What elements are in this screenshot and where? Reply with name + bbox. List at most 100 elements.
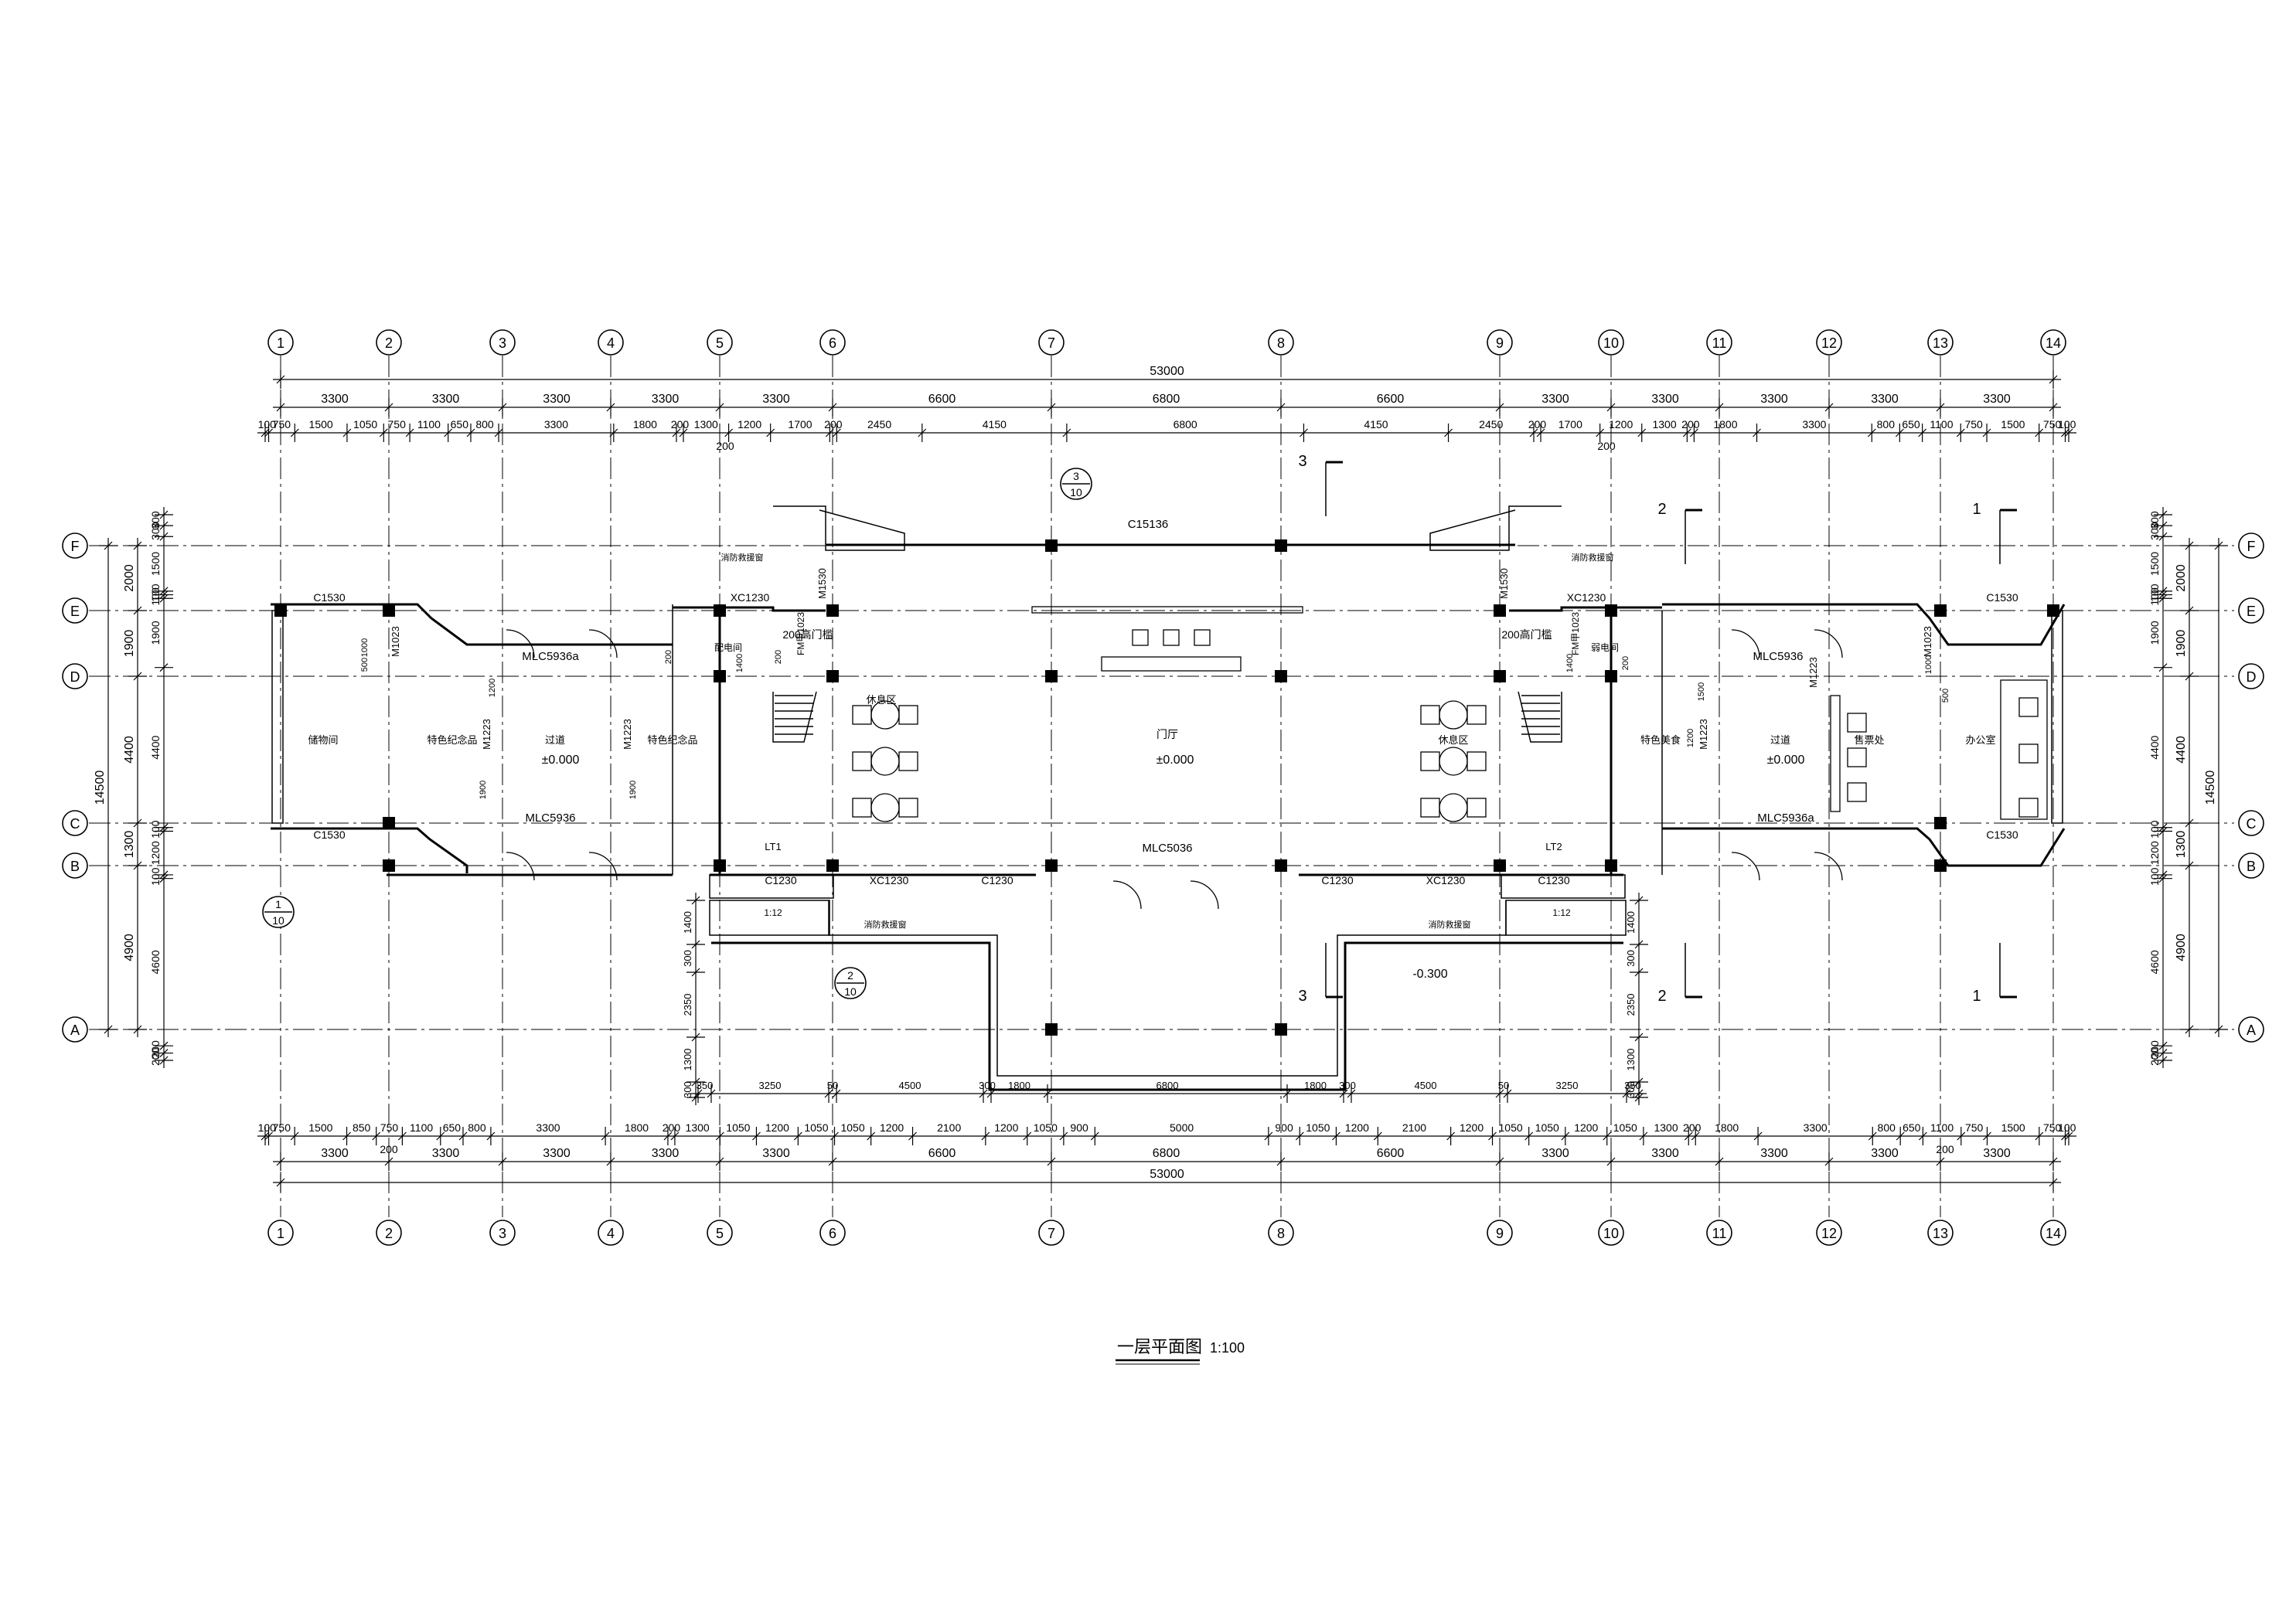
- dim-right-bays-label: 2000: [2175, 564, 2188, 592]
- dim-detail-top-label: 650: [1902, 418, 1920, 430]
- dim-right-detail-label: 1200: [2148, 841, 2161, 865]
- dim-detail-top-sub: 200: [1597, 440, 1616, 452]
- desk-chair-0: [1132, 629, 1149, 646]
- dim-left-detail-label: 100: [149, 820, 162, 839]
- column-22: [1934, 817, 1947, 829]
- section-2-top-label: 2: [1657, 501, 1666, 518]
- desk: [1101, 656, 1242, 672]
- dim-total-top-label: 53000: [1150, 365, 1184, 378]
- dim-detail-bottom-label: 1200: [1345, 1121, 1369, 1134]
- dim-left-detail-label: 4600: [149, 950, 162, 974]
- dim-detail-bottom-label: 800: [468, 1121, 486, 1134]
- dim-detail-bottom-label: 650: [443, 1121, 462, 1134]
- axis-bubble-top-3: [489, 329, 516, 356]
- column-15: [1494, 604, 1506, 617]
- dim-detail-bottom-label: 1050: [726, 1121, 750, 1134]
- axis-bubble-bottom-12: [1816, 1220, 1842, 1246]
- dim-detail-top-label: 1800: [633, 418, 657, 430]
- dim-bays-bottom-label: 3300: [1651, 1147, 1679, 1160]
- dim-detail-top-sub: 200: [716, 440, 734, 452]
- axis-label-bottom-3: 3: [499, 1226, 506, 1241]
- small-dim-4: 1900: [629, 781, 638, 799]
- dim-detail-bottom-label: 1100: [410, 1121, 433, 1134]
- dim-bays-bottom-label: 3300: [1871, 1147, 1899, 1160]
- dim-left-detail-label: 100: [149, 587, 162, 606]
- dim-right-detail-label: 300: [2148, 511, 2161, 529]
- door-swing-1: [588, 629, 618, 658]
- chair-0: [852, 705, 872, 725]
- column-24: [1045, 1023, 1058, 1036]
- dim-bays-bottom-label: 3300: [762, 1147, 790, 1160]
- dim-detail-top-label: 750: [388, 418, 407, 430]
- axis-bubble-bottom-4: [598, 1220, 624, 1246]
- label-m1223-2: M1223: [622, 719, 633, 750]
- dim-detail-bottom-label: 1200: [880, 1121, 904, 1134]
- door-swing-7: [1814, 852, 1843, 881]
- door-swing-3: [588, 852, 618, 881]
- dim-left-bays-label: 1300: [123, 831, 136, 859]
- dim-terrace-bottom-label: 300: [1339, 1080, 1356, 1091]
- dim-detail-bottom-label: 1050: [1306, 1121, 1330, 1134]
- small-dim-10: 1500: [1697, 682, 1706, 701]
- axis-bubble-right-A: [2238, 1016, 2264, 1043]
- label-xc-rb: XC1230: [1426, 874, 1466, 886]
- dim-detail-bottom-label: 2100: [937, 1121, 961, 1134]
- small-dim-12: 500: [1941, 689, 1950, 703]
- stair-label-left: LT1: [765, 841, 781, 852]
- axis-label-top-11: 11: [1712, 335, 1727, 351]
- dim-bays-bottom-label: 3300: [321, 1147, 349, 1160]
- dim-detail-bottom-label: 800: [1878, 1121, 1896, 1134]
- wall-terrace: [711, 941, 1623, 1091]
- dim-right-detail-label: 100: [2148, 820, 2161, 839]
- office-chair-5: [2018, 798, 2039, 818]
- label-fire-door-l: 200高门槛: [782, 628, 833, 641]
- dim-right-detail-label: 300: [2148, 522, 2161, 540]
- chair-1: [898, 705, 918, 725]
- column-12: [1045, 859, 1058, 872]
- column-11: [1275, 670, 1287, 682]
- ramp-left: [709, 900, 830, 936]
- axis-bubble-bottom-11: [1706, 1220, 1732, 1246]
- dim-terrace-bottom-label: 6800: [1157, 1080, 1179, 1091]
- label-fm-l: FM甲1023: [795, 612, 806, 655]
- small-dim-0: 500: [360, 658, 370, 672]
- label-c1230-3: C1230: [1321, 874, 1353, 886]
- wall-right-bottom: [1662, 827, 2066, 867]
- dim-detail-top-label: 750: [1964, 418, 1983, 430]
- detail-ref-sheet-1: 10: [272, 914, 284, 927]
- dim-terrace-bottom-label: 3250: [1556, 1080, 1579, 1091]
- elev-hall: ±0.000: [1157, 754, 1194, 767]
- axis-label-bottom-11: 11: [1712, 1226, 1727, 1241]
- furniture: [506, 606, 2048, 910]
- dim-detail-top-label: 1200: [1609, 418, 1633, 430]
- dim-terrace-bottom-label: 50: [1498, 1080, 1509, 1091]
- dim-detail-top-label: 200: [824, 418, 843, 430]
- label-xc-lb: XC1230: [870, 874, 909, 886]
- dim-terrace-left-label: 1300: [682, 1049, 693, 1071]
- axis-label-top-7: 7: [1048, 335, 1055, 351]
- dim-terrace-left-label: 300: [682, 950, 693, 967]
- door-swing-8: [1112, 880, 1142, 910]
- walls: [271, 505, 2066, 1091]
- dim-detail-bottom-label: 100: [2058, 1121, 2076, 1134]
- dim-left-bays-label: 4900: [123, 934, 136, 961]
- column-23: [1934, 859, 1947, 872]
- axis-label-bottom-9: 9: [1496, 1226, 1504, 1241]
- dim-bays-bottom-label: 3300: [1541, 1147, 1569, 1160]
- dim-detail-top-label: 1300: [694, 418, 718, 430]
- dim-terrace-bottom-label: 1800: [1008, 1080, 1030, 1091]
- room-hall: 门厅: [1157, 728, 1178, 740]
- dim-left-detail-label: 1900: [149, 621, 162, 645]
- dim-detail-bottom-label: 1800: [625, 1121, 649, 1134]
- dim-right-detail-label: 4600: [2148, 950, 2161, 974]
- label-mlc-rt: MLC5936: [1753, 650, 1803, 663]
- axis-bubble-bottom-2: [376, 1220, 402, 1246]
- dim-terrace-bottom-label: 350: [1624, 1080, 1641, 1091]
- dim-terrace-bottom-label: 4500: [899, 1080, 921, 1091]
- axis-bubble-left-F: [62, 532, 88, 559]
- axis-bubble-top-7: [1038, 329, 1065, 356]
- door-swing-5: [1814, 629, 1843, 658]
- chair-6: [1420, 705, 1440, 725]
- column-13: [1275, 859, 1287, 872]
